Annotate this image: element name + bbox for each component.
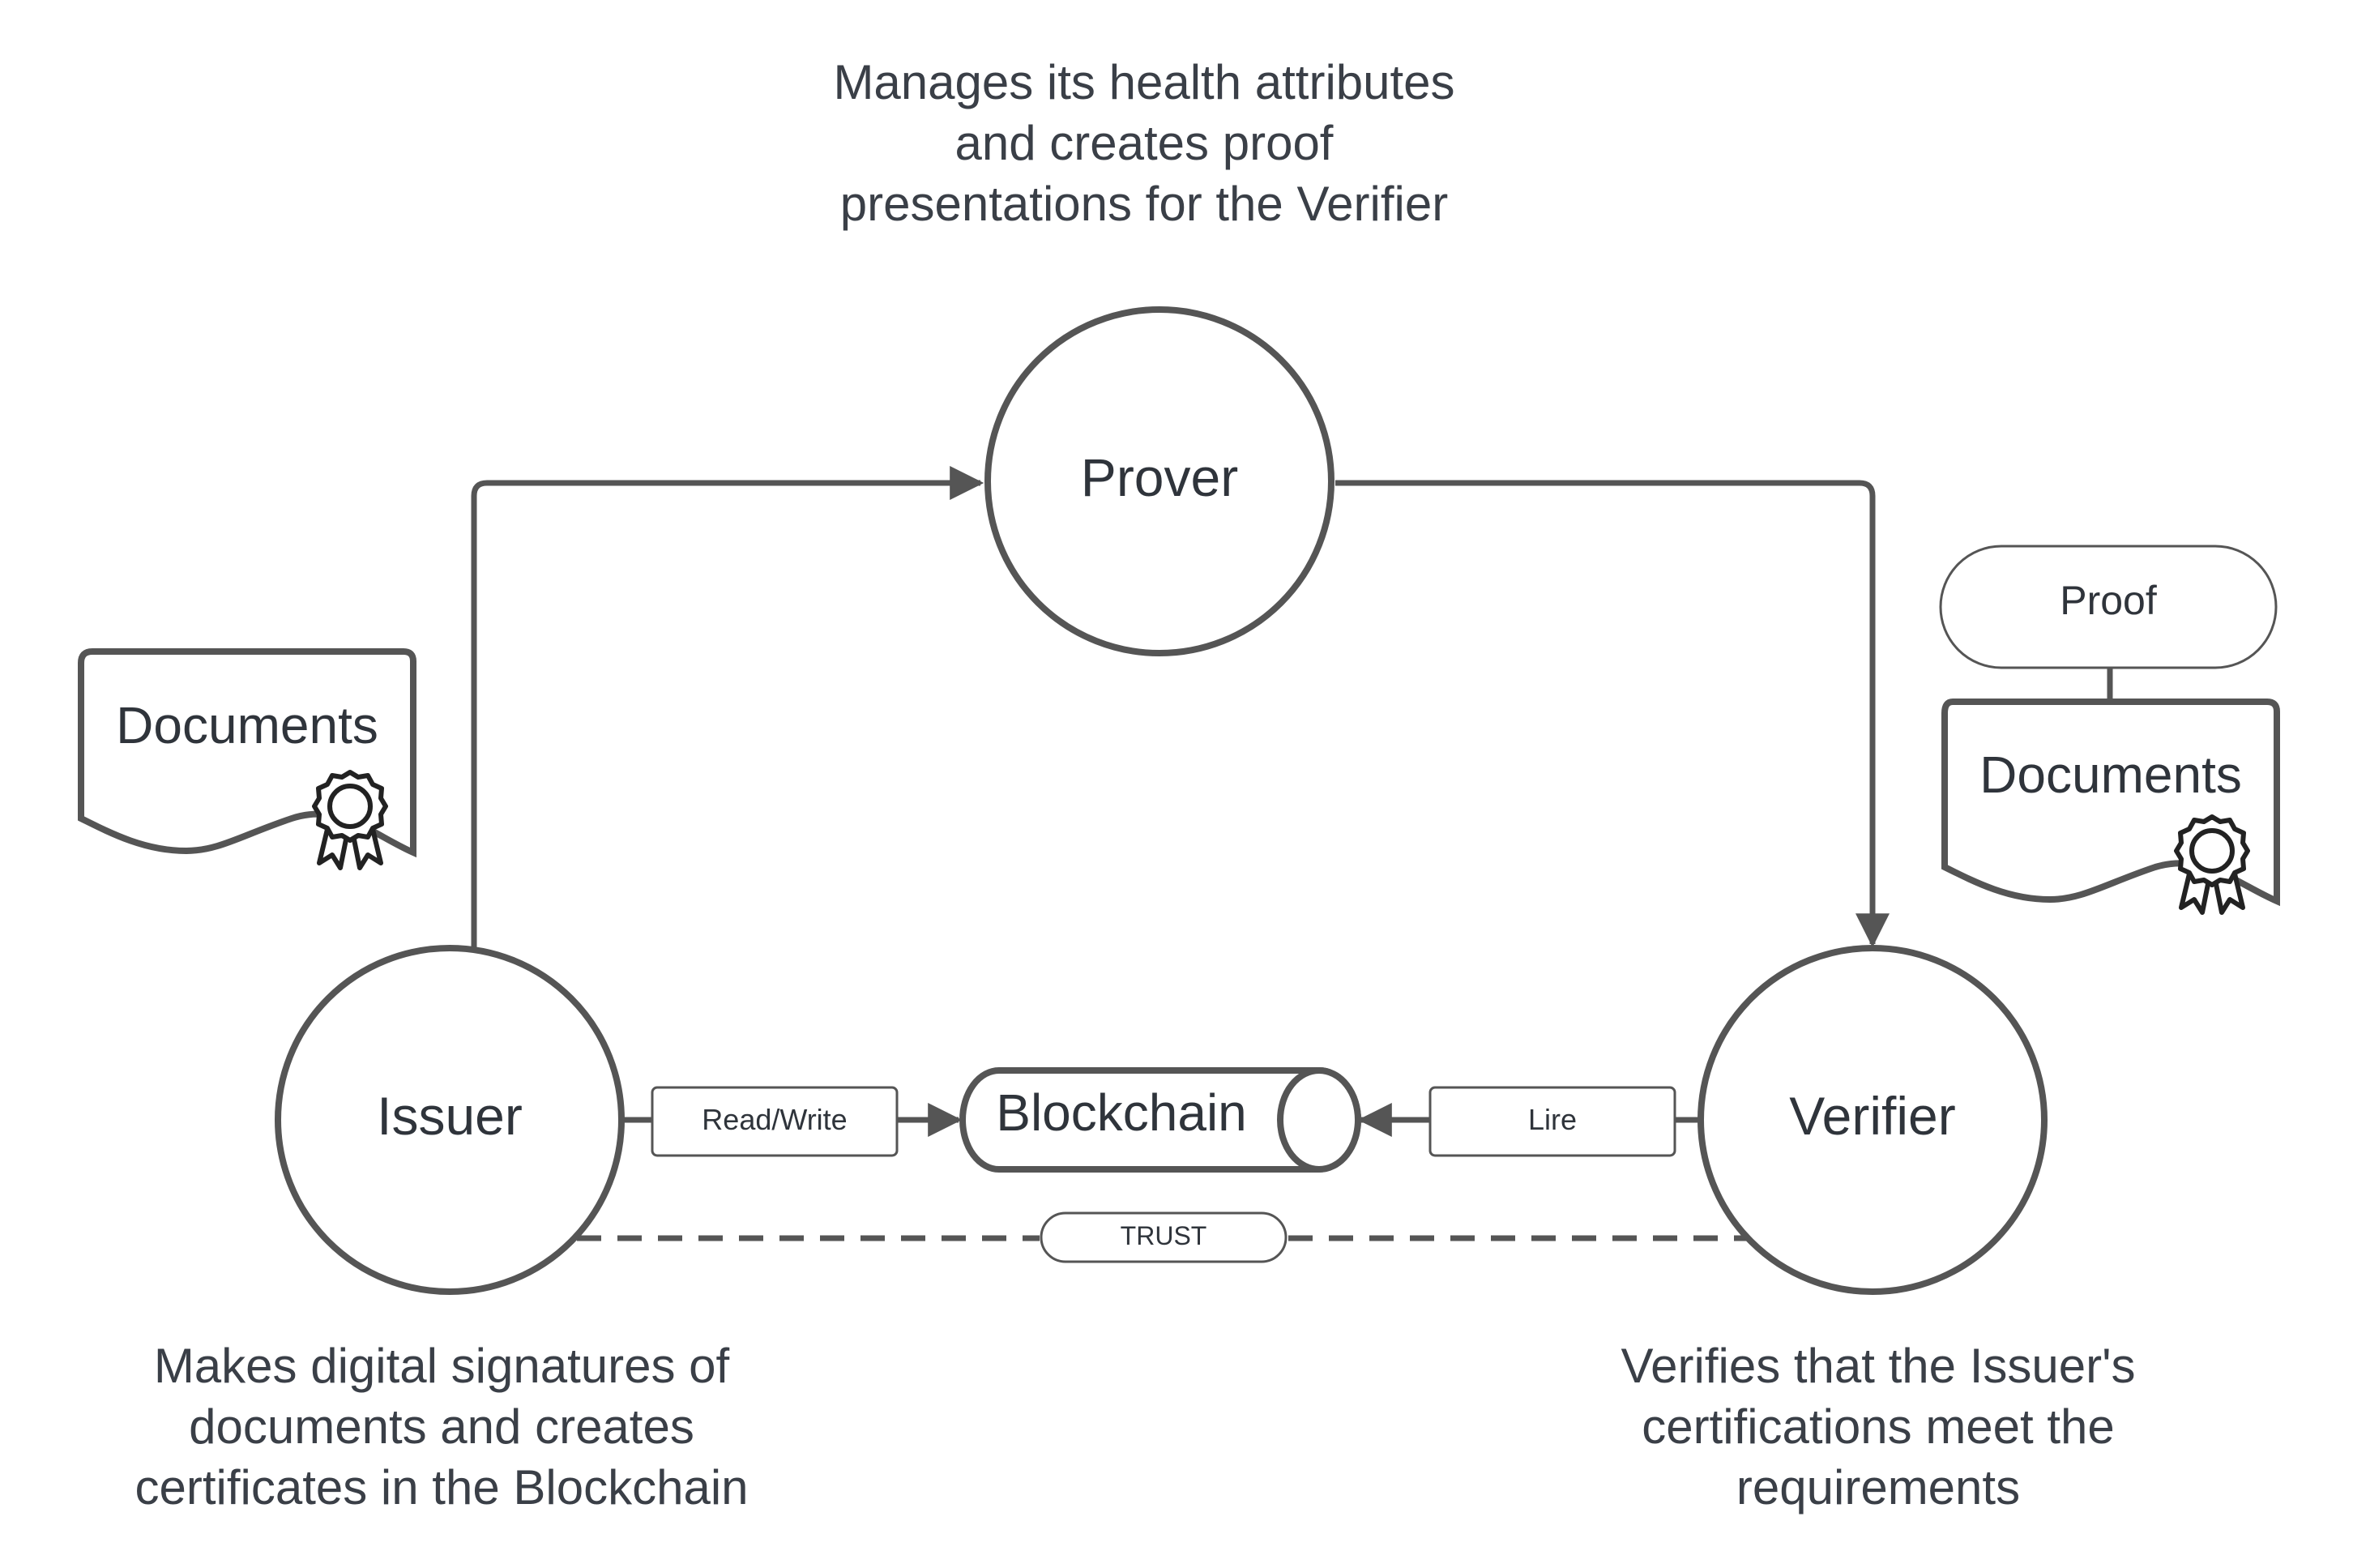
- left-award-ribbon-icon: [312, 770, 388, 870]
- issuer-caption-line-1: Makes digital signatures of: [153, 1339, 730, 1393]
- right-documents-label: Documents: [1979, 746, 2242, 804]
- issuer-caption-line-2: documents and creates: [189, 1399, 694, 1454]
- readwrite-edge-label: Read/Write: [651, 1086, 899, 1157]
- prover-caption-line-1: Manages its health attributes: [833, 55, 1455, 109]
- verifier-caption-line-2: certifications meet the: [1642, 1399, 2115, 1454]
- proof-label: Proof: [2060, 578, 2157, 623]
- readwrite-label-text: Read/Write: [702, 1103, 847, 1136]
- issuer-label: Issuer: [377, 1086, 523, 1146]
- verifier-caption-line-3: requirements: [1736, 1460, 2021, 1515]
- verifier-caption: Verifies that the Issuer's certification…: [1554, 1335, 2202, 1518]
- prover-label: Prover: [1081, 447, 1238, 507]
- left-documents-label: Documents: [116, 696, 378, 754]
- verifier-node: Verifier: [1697, 945, 2048, 1295]
- prover-caption-line-2: and creates proof: [954, 116, 1334, 170]
- issuer-to-prover-arrow: [471, 466, 984, 948]
- right-award-ribbon-icon: [2174, 814, 2250, 915]
- prover-caption: Manages its health attributes and create…: [820, 52, 1468, 234]
- issuer-caption: Makes digital signatures of documents an…: [117, 1335, 766, 1518]
- prover-caption-line-3: presentations for the Verifier: [839, 177, 1449, 231]
- verifier-label: Verifier: [1789, 1086, 1955, 1146]
- issuer-caption-line-3: certificates in the Blockchain: [135, 1460, 749, 1515]
- trust-edge-label: TRUST: [1040, 1211, 1288, 1263]
- lire-edge-label: Lire: [1428, 1086, 1676, 1157]
- lire-label-text: Lire: [1528, 1103, 1577, 1136]
- blockchain-node: Blockchain: [959, 1067, 1361, 1173]
- verifier-caption-line-1: Verifies that the Issuer's: [1621, 1339, 2136, 1393]
- prover-to-verifier-arrow: [1335, 480, 1890, 948]
- proof-pill: Proof: [1939, 545, 2278, 669]
- right-documents-shape: Documents: [1941, 699, 2280, 915]
- blockchain-label: Blockchain: [996, 1083, 1247, 1142]
- prover-node: Prover: [984, 306, 1335, 656]
- left-documents-shape: Documents: [78, 648, 416, 870]
- trust-label-text: TRUST: [1121, 1221, 1207, 1250]
- issuer-node: Issuer: [275, 945, 625, 1295]
